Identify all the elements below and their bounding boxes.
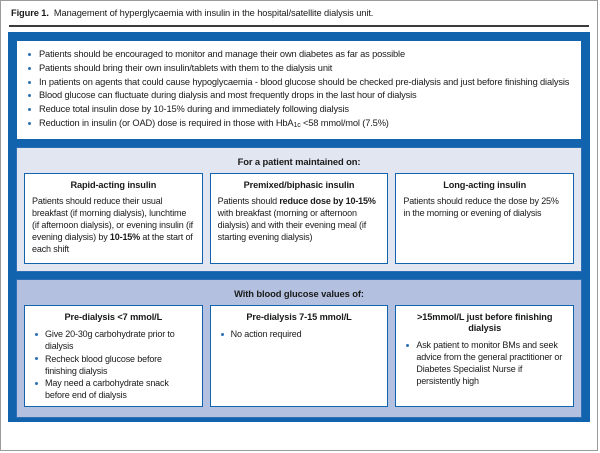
caption-divider bbox=[9, 24, 589, 27]
glucose-column-7-to-15: Pre-dialysis 7-15 mmol/L No action requi… bbox=[209, 305, 389, 407]
glucose-section-title: With blood glucose values of: bbox=[234, 288, 364, 300]
figure-label: Figure 1. bbox=[11, 8, 49, 18]
list-item-hba1c: Reduction in insulin (or OAD) dose is re… bbox=[25, 117, 573, 130]
list-item: In patients on agents that could cause h… bbox=[25, 76, 573, 88]
list-item: May need a carbohydrate snack before end… bbox=[32, 377, 195, 401]
column-title: Long-acting insulin bbox=[443, 180, 527, 191]
list-item: No action required bbox=[218, 328, 381, 340]
insulin-columns: Rapid-acting insulin Patients should red… bbox=[24, 173, 575, 265]
list-item: Patients should bring their own insulin/… bbox=[25, 62, 573, 74]
figure-caption-text: Management of hyperglycaemia with insuli… bbox=[53, 8, 374, 18]
insulin-section-title: For a patient maintained on: bbox=[237, 156, 361, 168]
column-bullet-list: Give 20-30g carbohydrate prior to dialys… bbox=[32, 328, 195, 401]
glucose-columns: Pre-dialysis <7 mmol/L Give 20-30g carbo… bbox=[24, 305, 575, 407]
column-bullet-list: No action required bbox=[218, 328, 381, 340]
insulin-column-rapid-acting: Rapid-acting insulin Patients should red… bbox=[24, 173, 203, 265]
column-title: Pre-dialysis <7 mmol/L bbox=[64, 312, 163, 323]
body-post: at the start of each shift bbox=[32, 232, 193, 255]
general-guidance-panel: Patients should be encouraged to monitor… bbox=[16, 39, 582, 141]
column-title: Pre-dialysis 7-15 mmol/L bbox=[246, 312, 352, 323]
list-item: Ask patient to monitor BMs and seek advi… bbox=[403, 339, 566, 387]
hba1c-suffix: <58 mmol/mol (7.5%) bbox=[300, 118, 389, 129]
glucose-column-under-7: Pre-dialysis <7 mmol/L Give 20-30g carbo… bbox=[24, 305, 203, 407]
column-body: Patients should reduce dose by 10-15% wi… bbox=[218, 196, 381, 244]
glucose-column-over-15: >15mmol/L just before finishing dialysis… bbox=[395, 305, 575, 407]
hba1c-subscript: 1c bbox=[293, 122, 301, 130]
list-item: Blood glucose can fluctuate during dialy… bbox=[25, 89, 573, 101]
column-bullet-list: Ask patient to monitor BMs and seek advi… bbox=[403, 339, 566, 387]
column-body: Patients should reduce the dose by 25% i… bbox=[403, 196, 566, 220]
column-title: Rapid-acting insulin bbox=[70, 180, 157, 191]
body-pre: Patients should bbox=[217, 196, 280, 207]
hba1c-prefix: Reduction in insulin (or OAD) dose is re… bbox=[39, 118, 294, 129]
figure-blue-frame: Patients should be encouraged to monitor… bbox=[8, 31, 590, 422]
column-title: >15mmol/L just before finishing dialysis bbox=[417, 312, 553, 334]
list-item: Reduce total insulin dose by 10-15% duri… bbox=[25, 103, 573, 115]
column-title: Premixed/biphasic insulin bbox=[243, 180, 355, 191]
list-item: Recheck blood glucose before finishing d… bbox=[32, 353, 195, 377]
body-bold: 10-15% bbox=[109, 232, 141, 243]
insulin-section-panel: For a patient maintained on: Rapid-actin… bbox=[16, 147, 582, 273]
body-bold: reduce dose by 10-15% bbox=[279, 196, 376, 207]
column-body: Patients should reduce their usual break… bbox=[32, 196, 195, 256]
insulin-column-long-acting: Long-acting insulin Patients should redu… bbox=[395, 173, 575, 265]
list-item: Patients should be encouraged to monitor… bbox=[25, 48, 573, 60]
figure-caption: Figure 1. Management of hyperglycaemia wi… bbox=[1, 1, 597, 25]
glucose-section-panel: With blood glucose values of: Pre-dialys… bbox=[16, 279, 582, 418]
list-item: Give 20-30g carbohydrate prior to dialys… bbox=[32, 328, 195, 352]
body-post: with breakfast (morning or afternoon dia… bbox=[217, 208, 367, 243]
body-pre: Patients should reduce their usual break… bbox=[32, 196, 194, 243]
general-guidance-list: Patients should be encouraged to monitor… bbox=[25, 48, 573, 131]
body-pre: Patients should reduce the dose by 25% i… bbox=[403, 196, 559, 219]
insulin-column-premixed-biphasic: Premixed/biphasic insulin Patients shoul… bbox=[209, 173, 389, 265]
